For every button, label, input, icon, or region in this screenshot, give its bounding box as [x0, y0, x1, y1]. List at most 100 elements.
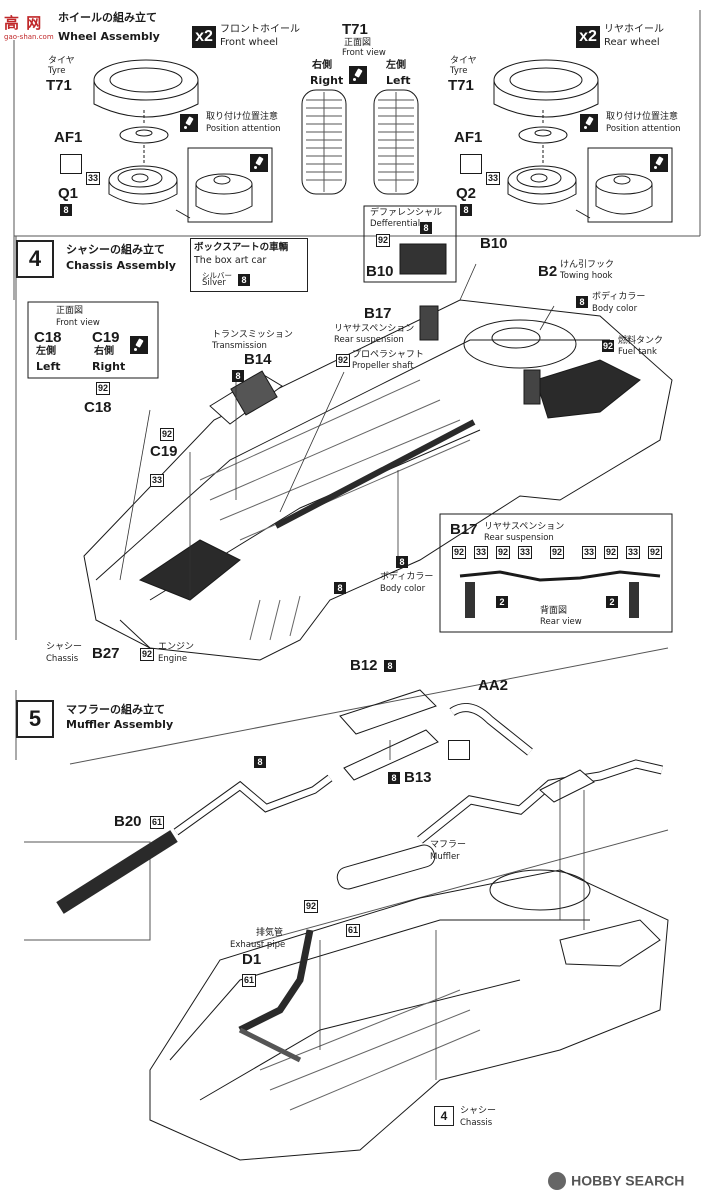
front-view-en: Front view	[56, 318, 100, 328]
b13-color-8: 8	[388, 772, 400, 784]
part-c19: C19	[150, 443, 178, 460]
body-color-jp: ボディカラー	[592, 292, 646, 302]
engine-color-92: 92	[140, 648, 155, 661]
exhaust-jp: 排気管	[256, 928, 284, 938]
body-color-8: 8	[396, 556, 408, 568]
front-view-jp: 正面図	[56, 306, 84, 316]
tyre-label-jp: タイヤ	[450, 56, 477, 66]
step4-title-en: Chassis Assembly	[66, 259, 176, 272]
wheel-title-jp: ホイールの組み立て	[58, 11, 157, 24]
tyre-label-en: Tyre	[450, 66, 468, 76]
exhaust-color-92: 92	[304, 900, 319, 913]
part-b13: B13	[404, 769, 432, 786]
silver-jp: シルバー	[202, 271, 232, 280]
wheel-title-en: Wheel Assembly	[58, 30, 160, 43]
diff-en: Defferential	[370, 219, 421, 229]
diff-color-92: 92	[376, 234, 391, 247]
engine-jp: エンジン	[158, 642, 195, 652]
step5-title-jp: マフラーの組み立て	[66, 703, 165, 716]
b20-color-61: 61	[150, 816, 165, 829]
susp-color-92: 92	[604, 546, 619, 559]
tyre-label-en: Tyre	[48, 66, 66, 76]
susp-color-92: 92	[550, 546, 565, 559]
body-color-jp-2: ボディカラー	[380, 572, 434, 582]
part-b14: B14	[244, 351, 272, 368]
susp-color-33: 33	[582, 546, 597, 559]
susp-color-33: 33	[626, 546, 641, 559]
c19-color-92: 92	[160, 428, 175, 441]
fuel-tank-color-92: 92	[602, 340, 615, 352]
attention-en: Position attention	[606, 124, 681, 134]
chassis-jp: シャシー	[46, 642, 83, 652]
rear-wheel-multiplier: x2	[576, 26, 600, 48]
attention-icon	[250, 154, 268, 172]
rear-susp-en: Rear suspension	[334, 335, 404, 345]
diff-jp: デファレンシャル	[370, 208, 443, 218]
t71-left-jp: 左側	[386, 60, 406, 71]
tow-hook-jp: けん引フック	[560, 260, 615, 270]
color-code-8: 8	[460, 204, 472, 216]
susp-color-2: 2	[496, 596, 508, 608]
t71-right-jp: 右側	[312, 60, 332, 71]
chassis-ref-en: Chassis	[460, 1118, 493, 1128]
part-b27: B27	[92, 645, 120, 662]
color-code-8: 8	[60, 204, 72, 216]
step-number-4: 4	[16, 240, 54, 278]
body-color-en-2: Body color	[380, 584, 426, 594]
front-wheel-multiplier: x2	[192, 26, 216, 48]
left-en: Left	[36, 360, 61, 373]
attention-icon	[180, 114, 198, 132]
right-jp: 右側	[94, 346, 114, 357]
part-q1: Q1	[58, 185, 79, 202]
part-b12: B12	[350, 657, 378, 674]
part-af1-rear: AF1	[454, 129, 483, 146]
tyre-label-jp: タイヤ	[48, 56, 75, 66]
silver-en: Silver	[202, 278, 226, 288]
fuel-tank-en: Fuel tank	[618, 347, 657, 357]
t71-view-jp: 正面図	[344, 38, 372, 48]
hobbysearch-watermark: HOBBY SEARCH	[548, 1170, 698, 1192]
attention-icon	[650, 154, 668, 172]
step5-title-en: Muffler Assembly	[66, 718, 174, 731]
rear-susp-jp: リヤサスペンション	[334, 324, 415, 334]
front-wheel-en: Front wheel	[220, 37, 279, 48]
tow-hook-en: Towing hook	[560, 271, 613, 281]
prop-shaft-en: Propeller shaft	[352, 361, 414, 371]
part-af1-front: AF1	[54, 129, 83, 146]
watermark-logo: 高 网 gao-shan.com	[4, 12, 70, 42]
watermark-text: 高 网	[4, 14, 43, 32]
watermark-url: gao-shan.com	[4, 33, 54, 41]
fuel-tank-jp: 燃料タンク	[618, 336, 664, 346]
part-q2: Q2	[456, 185, 477, 202]
front-wheel-jp: フロントホイール	[220, 24, 300, 35]
exhaust-en: Exhaust pipe	[230, 940, 286, 950]
part-t71-front: T71	[46, 77, 72, 94]
color-code-33: 33	[86, 172, 101, 185]
part-b2: B2	[538, 263, 558, 280]
cement-icon	[460, 154, 482, 174]
step4-title-jp: シャシーの組み立て	[66, 243, 165, 256]
c18-color-92: 92	[96, 382, 111, 395]
part-b10-diff: B10	[366, 263, 394, 280]
part-t71-rear: T71	[448, 77, 474, 94]
body-color-en: Body color	[592, 304, 638, 314]
t71-left-en: Left	[386, 74, 411, 87]
rear-view-jp: 背面図	[540, 606, 568, 616]
t71-right-en: Right	[310, 74, 344, 87]
susp-color-33: 33	[518, 546, 533, 559]
color-code-33: 33	[150, 474, 165, 487]
susp-color-92: 92	[452, 546, 467, 559]
transmission-en: Transmission	[212, 341, 267, 351]
transmission-jp: トランスミッション	[212, 330, 293, 340]
rear-wheel-en: Rear wheel	[604, 37, 660, 48]
left-jp: 左側	[36, 346, 56, 357]
part-b20: B20	[114, 813, 142, 830]
susp-color-2: 2	[606, 596, 618, 608]
attention-en: Position attention	[206, 124, 281, 134]
rear-view-en: Rear view	[540, 617, 582, 627]
attention-jp: 取り付け位置注意	[206, 112, 279, 122]
part-c18: C18	[84, 399, 112, 416]
cement-icon	[60, 154, 82, 174]
prop-shaft-jp: プロペラシャフト	[352, 350, 424, 360]
